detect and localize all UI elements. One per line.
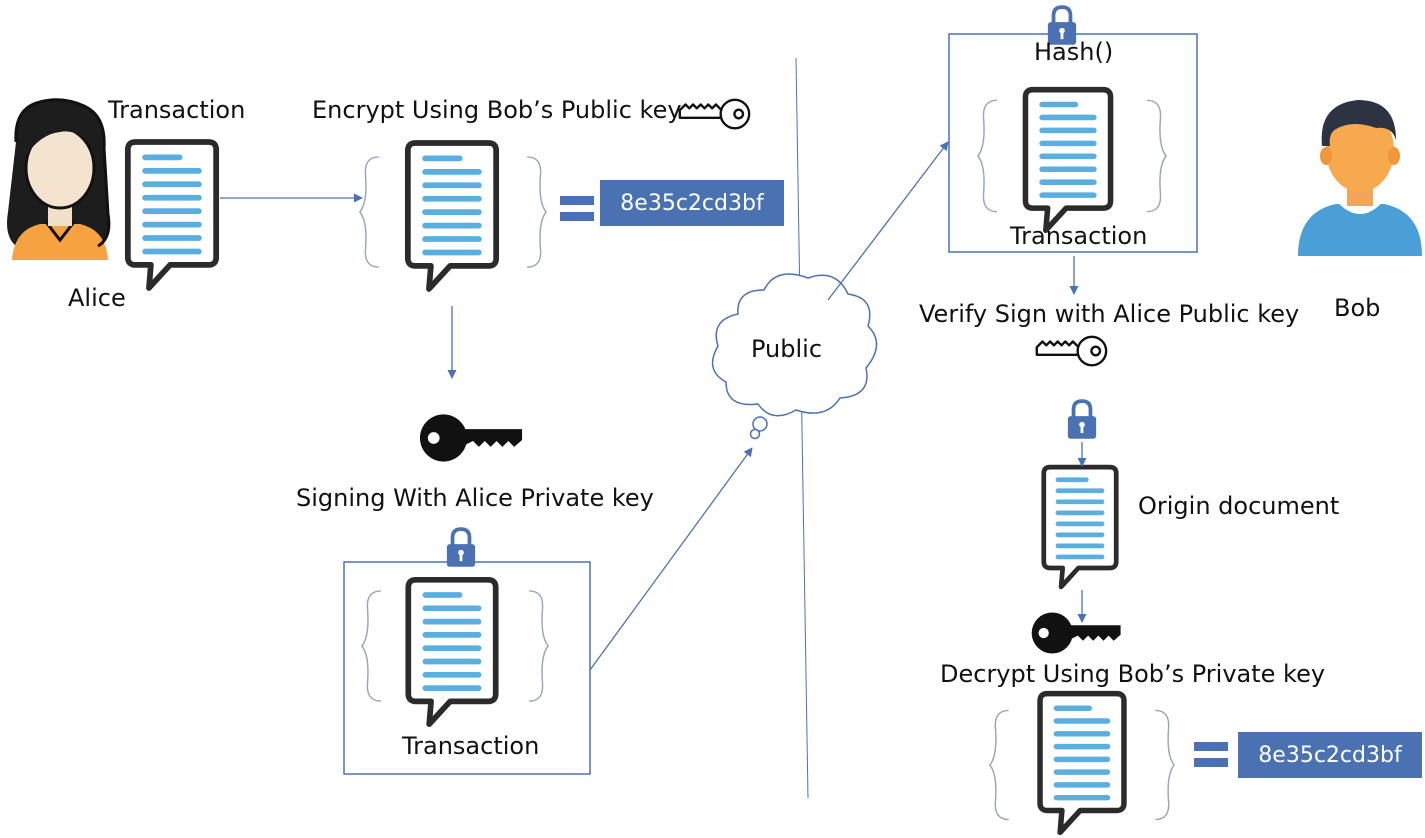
- alice-transaction-document: [128, 142, 216, 288]
- decrypted-document: [1040, 694, 1124, 833]
- bob-public-key-icon: [678, 98, 751, 130]
- alice-public-key-icon: [1035, 335, 1108, 367]
- origin-document: [1044, 467, 1116, 587]
- alice-transaction-label: Transaction: [108, 96, 246, 124]
- public-cloud-label: Public: [751, 335, 823, 363]
- hash-transaction-label: Transaction: [1010, 222, 1148, 250]
- signed-document: [408, 580, 495, 724]
- verify-step-label: Verify Sign with Alice Public key: [919, 300, 1300, 328]
- origin-document-label: Origin document: [1138, 492, 1340, 520]
- equals-sign-1: [560, 196, 594, 221]
- hash-value-box: 8e35c2cd3bf: [600, 180, 784, 226]
- public-private-divider: [795, 57, 809, 799]
- decrypted-hash-value-box: 8e35c2cd3bf: [1238, 732, 1422, 778]
- encrypted-document: [408, 143, 496, 289]
- sign-step-label: Signing With Alice Private key: [296, 484, 654, 512]
- flow-arrows: [220, 141, 1087, 671]
- hash-document: [1025, 90, 1110, 231]
- public-cloud: [711, 273, 878, 440]
- equals-sign-2: [1194, 742, 1228, 767]
- lock-icon: [445, 527, 477, 568]
- bob-private-key-icon: [1031, 612, 1121, 654]
- alice-avatar: [7, 98, 111, 260]
- signed-transaction-label: Transaction: [402, 732, 540, 760]
- bob-name-label: Bob: [1334, 294, 1381, 322]
- encrypt-step-label: Encrypt Using Bob’s Public key: [312, 96, 682, 124]
- decrypt-step-label: Decrypt Using Bob’s Private key: [940, 660, 1326, 688]
- alice-name-label: Alice: [68, 284, 126, 312]
- bob-avatar: [1298, 100, 1422, 256]
- lock-icon: [1066, 399, 1098, 440]
- alice-private-key-icon: [419, 414, 523, 462]
- hash-step-label: Hash(): [1034, 38, 1114, 66]
